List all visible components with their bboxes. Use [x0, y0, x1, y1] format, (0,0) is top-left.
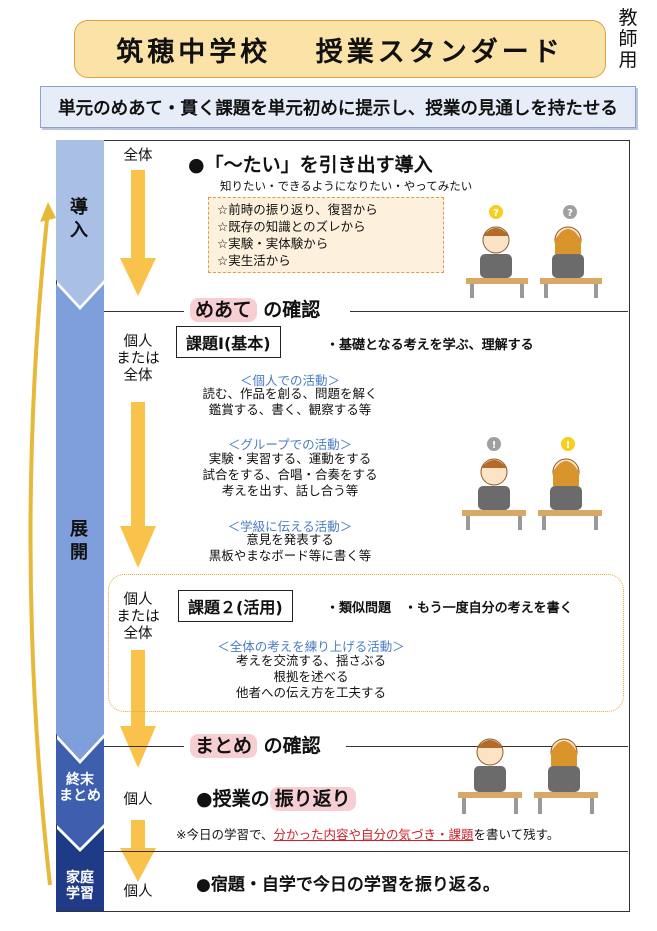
- activity-head-group: ＜グループでの活動＞: [227, 437, 353, 452]
- svg-text:!: !: [492, 440, 497, 451]
- review-note-red: 分かった内容や自分の気づき・課題: [273, 827, 474, 842]
- review-highlight: 振り返り: [269, 787, 356, 811]
- hint-item: ☆実験・実体験から: [217, 236, 329, 251]
- divider-goal: [350, 311, 628, 312]
- goal-rest: の確認: [263, 299, 321, 321]
- dev1-col-label: 個人 または 全体: [116, 334, 160, 384]
- summary-col-label: 個人: [123, 792, 153, 808]
- unit-banner: 単元のめあて・貫く課題を単元初めに提示し、授業の見通しを持たせる: [40, 86, 636, 128]
- activity-line: 根拠を述べる: [273, 669, 349, 684]
- goal-highlight: めあて: [190, 298, 257, 322]
- down-arrow-icon: [120, 650, 156, 768]
- hint-item: ☆前時の振り返り、復習から: [217, 202, 378, 217]
- cycle-arrow-icon: [28, 202, 56, 886]
- students-illustration: ? ?: [466, 205, 602, 298]
- svg-text:?: ?: [567, 208, 573, 219]
- hint-item: ☆実生活から: [217, 253, 291, 268]
- activity-line: 読む、作品を創る、問題を解く: [202, 386, 378, 401]
- hint-item: ☆既存の知識とのズレから: [217, 219, 366, 234]
- activity-line: 他者への伝え方を工夫する: [235, 685, 386, 700]
- intro-hint-box: ☆前時の振り返り、復習から ☆既存の知識とのズレから ☆実験・実体験から ☆実生…: [208, 197, 444, 273]
- review-note-suffix: を書いて残す。: [473, 827, 560, 842]
- intro-sub: 知りたい・できるようになりたい・やってみたい: [220, 179, 473, 193]
- divider-home: [104, 851, 628, 852]
- down-arrow-icon: [120, 820, 156, 882]
- stage-column: [56, 140, 104, 911]
- review-note-prefix: ※今日の学習で、: [176, 827, 274, 842]
- task2-note: ・類似問題 ・もう一度自分の考えを書く: [326, 601, 573, 616]
- activity-line: 考えを出す、話し合う等: [221, 483, 359, 498]
- task2-box: 課題２(活用): [178, 590, 293, 622]
- students-illustration: ! !: [462, 437, 602, 530]
- divider-goal: [104, 311, 184, 312]
- teacher-use-label: 教師用: [618, 7, 638, 71]
- activity-line: 試合をする、合唱・合奏をする: [202, 467, 378, 482]
- summary-rest: の確認: [263, 735, 321, 757]
- activity-line: 意見を発表する: [246, 532, 334, 547]
- intro-col-label: 全体: [123, 148, 153, 164]
- goal-confirm: めあて の確認: [190, 295, 320, 322]
- stage-home-label: 家庭 学習: [66, 870, 94, 902]
- dev2-col-label: 個人 または 全体: [116, 592, 160, 642]
- task1-note: ・基礎となる考えを学ぶ、理解する: [326, 338, 534, 353]
- review-heading: ●授業の振り返り: [196, 784, 356, 811]
- home-col-label: 個人: [123, 884, 153, 900]
- svg-text:?: ?: [493, 208, 499, 219]
- activity-head-individual: ＜個人での活動＞: [239, 373, 340, 388]
- title-box: 筑穂中学校 授業スタンダード: [74, 20, 606, 78]
- review-note: ※今日の学習で、分かった内容や自分の気づき・課題を書いて残す。: [176, 824, 559, 843]
- summary-highlight: まとめ: [190, 734, 258, 758]
- page-title: 筑穂中学校 授業スタンダード: [116, 36, 564, 68]
- summary-confirm: まとめ の確認: [190, 731, 321, 758]
- banner-text: 単元のめあて・貫く課題を単元初めに提示し、授業の見通しを持たせる: [58, 98, 618, 119]
- task2-region: [108, 574, 624, 712]
- activity-line: 鑑賞する、書く、観察する等: [208, 402, 372, 417]
- students-illustration: [458, 738, 598, 814]
- stage-intro-label: 導入: [70, 197, 88, 241]
- down-arrow-icon: [120, 402, 156, 568]
- task1-box: 課題Ⅰ(基本): [176, 326, 281, 358]
- activity-line: 黒板やまなボード等に書く等: [208, 548, 372, 563]
- intro-heading: ●「～たい」を引き出す導入: [188, 154, 433, 176]
- activity-line: 実験・実習する、運動をする: [208, 451, 372, 466]
- svg-text:!: !: [566, 440, 571, 451]
- stage-development-label: 展開: [70, 519, 88, 563]
- activity-head-whole: ＜全体の考えを練り上げる活動＞: [217, 639, 405, 654]
- down-arrow-icon: [120, 170, 156, 296]
- home-text: ●宿題・自学で今日の学習を振り返る。: [196, 875, 500, 895]
- review-prefix: ●授業の: [196, 788, 270, 810]
- activity-line: 考えを交流する、揺さぶる: [235, 653, 386, 668]
- divider-summary: [104, 746, 184, 747]
- activity-head-class: ＜学級に伝える活動＞: [227, 519, 353, 534]
- stage-end-label: 終末 まとめ: [59, 772, 101, 804]
